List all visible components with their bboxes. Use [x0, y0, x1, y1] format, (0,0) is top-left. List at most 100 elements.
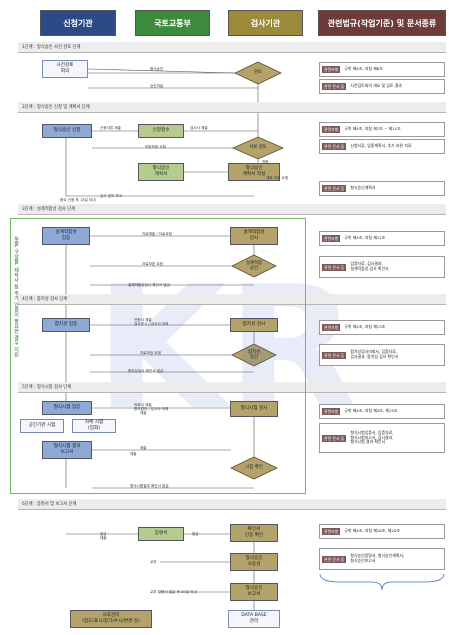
legal-tag: 관련 문서 등 — [322, 185, 347, 192]
legal-tag: 관련 문서 등 — [322, 555, 347, 563]
process-box-n1: 사전검토 회의 — [42, 60, 88, 78]
legal-text: 형식시험입증서, 입증자료, 형식시험보고서, 검사결과, 형식시험 결과 확인… — [350, 430, 394, 445]
edge-label-e17: 제출 — [140, 411, 147, 415]
edge-label-e3: 신청서류 제출 — [100, 126, 121, 130]
decision-label-d2: 서류 검토 — [249, 145, 267, 151]
edge-label-e2: 승인미달 — [150, 84, 164, 88]
edge-label-e18: 제출 — [140, 446, 147, 450]
process-box-n6: 설계적합성 입증 — [42, 227, 90, 245]
edge-label-e20: 형식시험결과 확인서 발급 — [130, 484, 169, 488]
edge-label-e25: 교부 발행서 발급 후 30일 이내 — [150, 590, 197, 594]
legal-text: 규칙 제4조, 지침 제13조 — [344, 324, 386, 330]
legal-tag: 관련 문서 등 — [322, 83, 347, 90]
process-box-n18: 형식승인 보고서 — [230, 583, 278, 601]
legal-tag: 관련 문서 등 — [322, 263, 347, 271]
edge-label-e22: 발급 — [192, 532, 199, 536]
process-box-n15: 증명서 — [138, 527, 184, 541]
legal-tag: 관련조항 — [322, 528, 341, 535]
legal-tag: 관련조항 — [322, 235, 341, 242]
column-header-1: 신청기관 — [40, 10, 116, 36]
edge-label-e6: 적합 — [262, 160, 269, 164]
edge-label-e1: 형식승인 — [150, 67, 164, 71]
edge-label-e16: 의뢰서 제출 합의결과 / 검사사 의뢰 — [134, 403, 169, 412]
decision-label-d1: 검토 — [253, 70, 263, 76]
process-box-n19: 사후관리 (업도/표시/정기/수시/변경 등) — [70, 610, 152, 628]
process-box-n17: 형식승인 사용검 — [230, 553, 278, 571]
legal-text: 규칙 제4조, 지침 제4조, 제15조 — [344, 408, 398, 414]
legal-text: 규칙 제4조, 지침 제16조, 제20조 — [344, 528, 400, 534]
decision-label-d4: 합치성 승인 — [247, 349, 261, 360]
brace-connector — [319, 573, 445, 591]
process-box-n10: 형식시험 입증 — [42, 401, 92, 415]
edge-label-e19: 제출 — [130, 452, 137, 456]
column-header-3: 검사기관 — [228, 10, 303, 36]
legal-tag: 관련 문서 등 — [322, 434, 347, 442]
legal-tag: 관련조항 — [322, 126, 341, 133]
process-box-n5: 형식승인 계획서 작성 — [228, 163, 280, 181]
column-header-2: 국토교통부 — [135, 10, 210, 36]
edge-label-e11: 자료보완 요청 — [142, 262, 163, 266]
legal-text: 형식승인증명서, 형식승인계획서, 형식승인보고서 — [350, 553, 405, 563]
decision-label-d5: 시험 확인 — [245, 465, 263, 471]
stage-bar-2: 2단계 : 형식승인 신청 및 계획서 단계 — [18, 102, 446, 113]
column-header-4: 관련법규(작업기준) 및 문서종류 — [318, 10, 446, 36]
edge-label-e9: 계획 보완 요청 — [266, 176, 289, 180]
edge-label-e8: 중요 신청 후 15일 이내 — [60, 198, 96, 202]
legal-tag: 관련 문서 등 — [322, 351, 347, 359]
process-box-n12: 자체 시험 (입회) — [72, 419, 116, 433]
process-box-n4: 형식승인 계획서 — [138, 163, 184, 181]
legal-tag: 관련조항 — [322, 408, 341, 415]
stage-bar-3: 3단계 : 설계적합성 검사 단계 — [18, 204, 446, 215]
process-box-n20: DATA BASE 관리 — [228, 610, 280, 628]
decision-label-d3: 설계적합 승인 — [245, 260, 263, 271]
edge-label-e10: 자료제출 / 자료요청 — [142, 232, 172, 236]
legal-tag: 관련 문서 등 — [322, 143, 347, 150]
edge-label-e12: 설계적합성검사 확인서 발급 — [128, 283, 170, 287]
edge-label-e15: 합치성검사 확인서 발급 — [128, 369, 164, 373]
stage-bar-1: 1단계 : 형식승인 사전 검토 단계 — [18, 42, 446, 53]
legal-text: 규칙 제4조, 지침 제12조 — [344, 235, 386, 241]
legal-text: 규칙 제4조, 지침 제6조 — [344, 66, 383, 72]
decision-diamond-d4 — [231, 343, 277, 367]
legal-text: 신청서류, 업종계획서, 추가 보완 자료 — [350, 143, 412, 149]
legal-tag: 관련조항 — [322, 66, 341, 73]
edge-label-e21: 발급 — [100, 532, 107, 536]
stage-bar-4: 4단계 : 합치성 검사 단계 — [18, 294, 446, 305]
legal-text: 사전검토회의 개요 및 검토 결과 — [350, 83, 402, 89]
connector-line-1 — [87, 68, 236, 74]
edge-label-e13: 전원서 제출 검사경고 / 검사서 의뢰 — [134, 318, 169, 327]
edge-label-e5: 보완보완 요청 — [145, 145, 166, 149]
highlight-region — [10, 218, 306, 494]
process-box-n7: 설계적합성 검사 — [230, 227, 278, 245]
process-box-n8: 합치성 입증 — [42, 318, 90, 332]
edge-label-e14: 자료보완 요청 — [140, 351, 161, 355]
legal-tag: 관련조항 — [322, 324, 341, 331]
decision-diamond-d3 — [231, 254, 277, 278]
stage-bar-6: 6단계 : 증명서 및 보고서 단계 — [18, 499, 446, 510]
process-box-n11: 공인기관 시험 — [20, 419, 64, 433]
edge-label-e24: 교부 — [150, 560, 157, 564]
edge-label-e4: 검사서 제출 — [190, 126, 208, 130]
legal-text: 입증자료, 검사결과, 설계적합성 검사 확인서 — [350, 261, 389, 271]
process-box-n2: 형식승인 신청 — [42, 124, 92, 138]
stage-bar-5: 5단계 : 형식시험 검사 단계 — [18, 382, 446, 393]
legal-text: 형식승인계획서 — [350, 185, 376, 191]
legal-text: 합치성검사의뢰서, 입증자료, 검사결과, 합치성 검사 확인서 — [350, 349, 399, 359]
process-box-n9: 합치성 검사 — [230, 318, 278, 332]
edge-label-e23: 제출 — [100, 536, 107, 540]
process-box-n13: 형식시험 결과 보고서 — [42, 441, 92, 459]
side-note: 부품, 구성품, 제작사 등 추가 인증이 필요한 경우 지원 — [13, 236, 19, 357]
legal-text: 규칙 제4조, 지침 제7조 ~ 제11조 — [344, 126, 401, 132]
